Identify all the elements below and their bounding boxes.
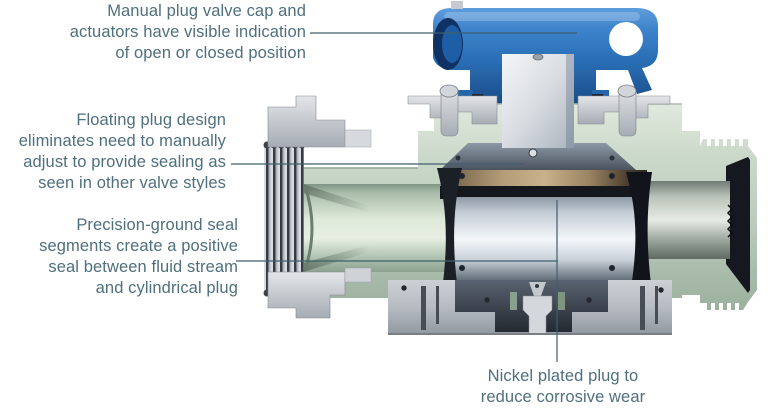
callout-line: adjust to provide sealing as	[23, 153, 226, 171]
valve-cap-actuator	[433, 1, 658, 107]
bottom-body-block	[388, 280, 672, 335]
callout-line: seal between fluid stream	[48, 258, 238, 276]
callout-cap-indication: Manual plug valve cap and actuators have…	[70, 1, 306, 64]
callout-line: actuators have visible indication	[69, 23, 306, 41]
callout-line: segments create a positive	[39, 237, 238, 255]
callout-line: seen in other valve styles	[38, 174, 226, 192]
seal-segment-right	[626, 172, 653, 300]
callout-line: Nickel plated plug to	[487, 367, 639, 385]
left-union-nut	[263, 95, 372, 319]
plug-seal-band	[441, 170, 647, 186]
nut-top-flange	[267, 95, 346, 148]
union-threads	[264, 143, 304, 295]
callout-line: Manual plug valve cap and	[107, 2, 306, 20]
seal-segment-left	[437, 168, 462, 298]
nickel-plated-plug	[437, 143, 653, 300]
cap-lug-hole	[609, 22, 643, 56]
callout-floating-plug: Floating plug design eliminates need to …	[19, 110, 226, 194]
cap-body	[433, 8, 658, 94]
callout-line: of open or closed position	[115, 44, 306, 62]
nut-bottom-flange	[267, 271, 346, 319]
callout-line: and cylindrical plug	[95, 279, 238, 297]
callout-seal-segments: Precision-ground seal segments create a …	[39, 215, 238, 299]
callout-line: reduce corrosive wear	[480, 388, 646, 406]
callout-line: Floating plug design	[76, 111, 226, 129]
stem-screw	[532, 53, 544, 61]
callout-nickel-plug: Nickel plated plug to reduce corrosive w…	[452, 366, 674, 408]
gland-clamps	[407, 84, 671, 137]
callout-line: eliminates need to manually	[18, 132, 226, 150]
leader-lines	[231, 32, 577, 362]
plug-stem	[502, 53, 574, 148]
callout-line: Precision-ground seal	[76, 216, 238, 234]
outlet-cone-seat	[726, 157, 750, 293]
plug-top-plate	[440, 143, 636, 170]
